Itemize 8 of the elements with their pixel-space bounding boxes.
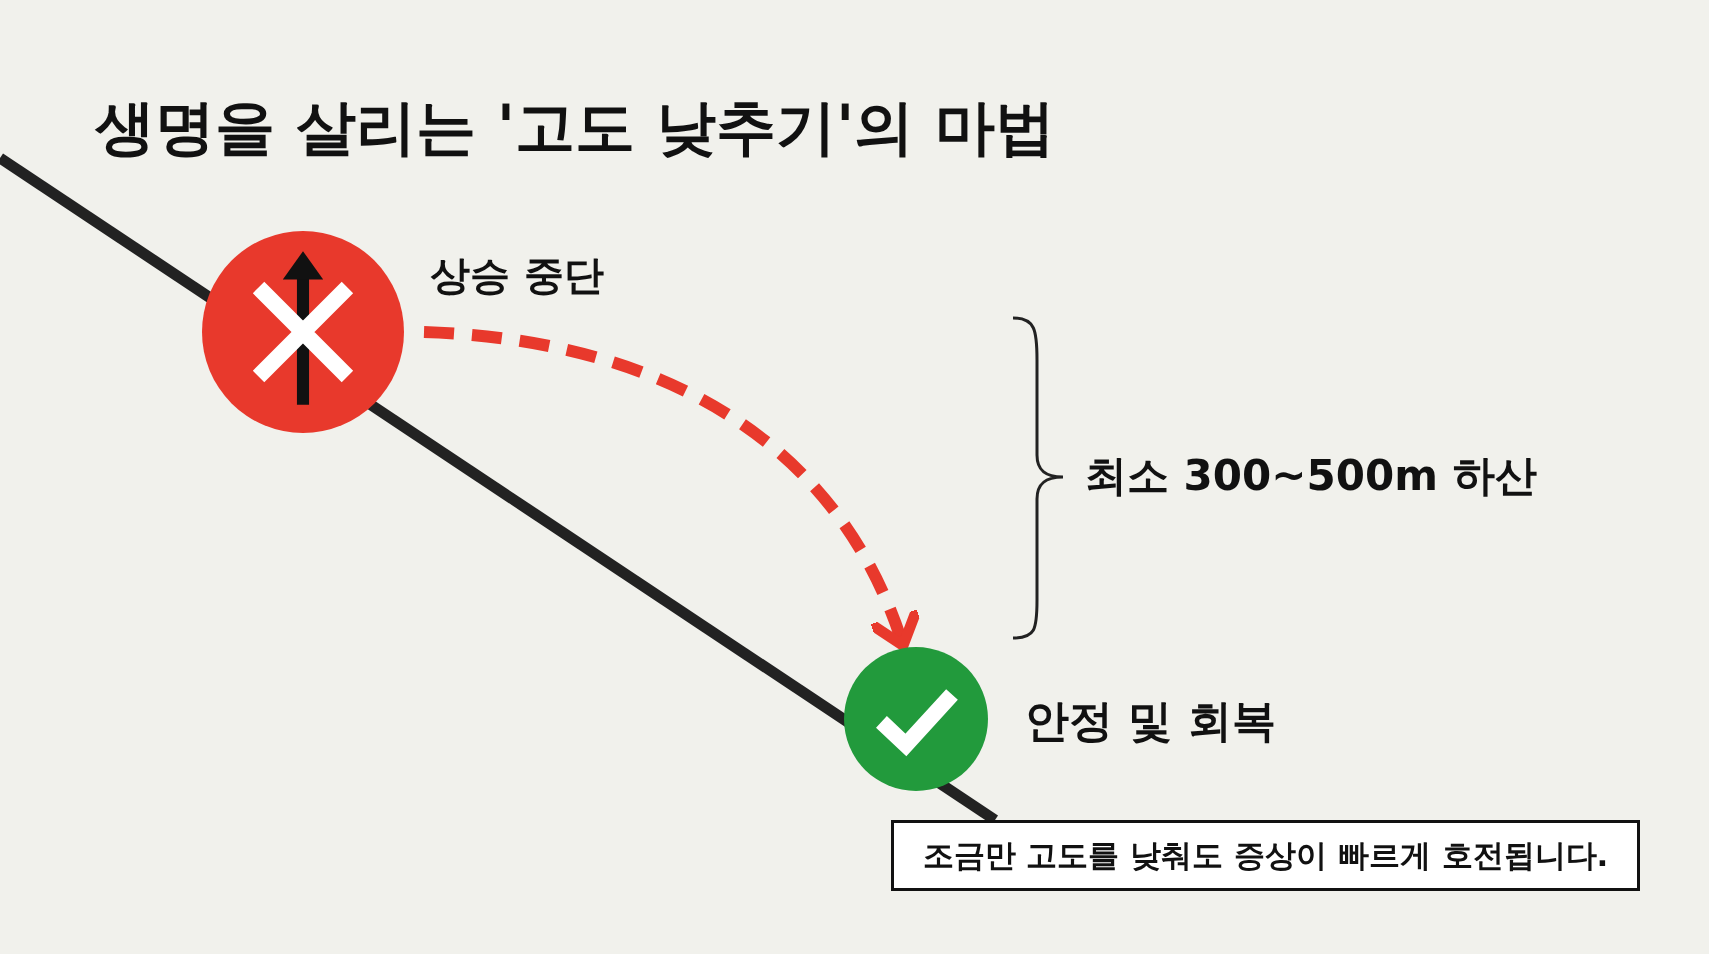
caption-box <box>891 820 1640 891</box>
node-label: 안정 및 회복 <box>1025 694 1276 748</box>
checkmark-icon <box>844 647 988 791</box>
note-text: 조금만 고도를 낮춰도 증상이 빠르게 호전됩니다. <box>922 835 1609 875</box>
node-label: 상승 중단 <box>430 251 604 300</box>
title: 생명을 살리는 '고도 낮추기'의 마법 <box>95 91 1056 164</box>
distance-label: 최소 300~500m 하산 <box>1085 450 1537 502</box>
dashed-arrow <box>423 326 921 651</box>
